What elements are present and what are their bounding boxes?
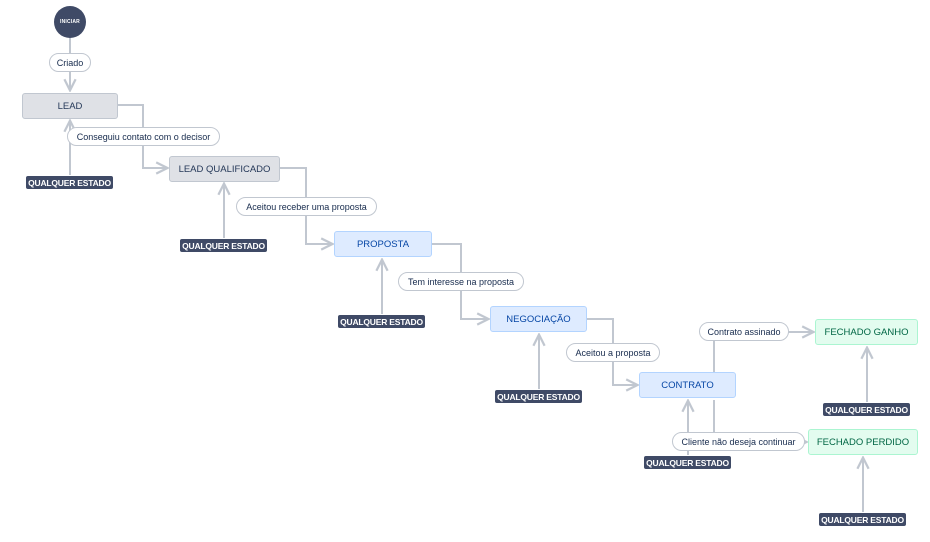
transition-criado[interactable]: Criado — [49, 53, 91, 72]
start-node[interactable]: INICIAR — [54, 6, 86, 38]
transition-contrato-assinado[interactable]: Contrato assinado — [699, 322, 789, 341]
any-status-tag-contrato[interactable]: QUALQUER ESTADO — [644, 456, 731, 469]
status-lead[interactable]: LEAD — [22, 93, 118, 119]
any-status-tag-fechado-perdido[interactable]: QUALQUER ESTADO — [819, 513, 906, 526]
status-proposta[interactable]: PROPOSTA — [334, 231, 432, 257]
status-fechado-perdido[interactable]: FECHADO PERDIDO — [808, 429, 918, 455]
any-status-tag-proposta[interactable]: QUALQUER ESTADO — [338, 315, 425, 328]
transition-aceitou-receber-proposta[interactable]: Aceitou receber uma proposta — [236, 197, 377, 216]
any-status-tag-lead-qualificado[interactable]: QUALQUER ESTADO — [180, 239, 267, 252]
transition-tem-interesse[interactable]: Tem interesse na proposta — [398, 272, 524, 291]
status-lead-qualificado[interactable]: LEAD QUALIFICADO — [169, 156, 280, 182]
transition-conseguiu-contato[interactable]: Conseguiu contato com o decisor — [67, 127, 220, 146]
status-contrato[interactable]: CONTRATO — [639, 372, 736, 398]
transition-cliente-nao-deseja[interactable]: Cliente não deseja continuar — [672, 432, 805, 451]
any-status-tag-negociacao[interactable]: QUALQUER ESTADO — [495, 390, 582, 403]
transition-aceitou-proposta[interactable]: Aceitou a proposta — [566, 343, 660, 362]
any-status-tag-fechado-ganho[interactable]: QUALQUER ESTADO — [823, 403, 910, 416]
status-negociacao[interactable]: NEGOCIAÇÃO — [490, 306, 587, 332]
any-status-tag-lead[interactable]: QUALQUER ESTADO — [26, 176, 113, 189]
status-fechado-ganho[interactable]: FECHADO GANHO — [815, 319, 918, 345]
